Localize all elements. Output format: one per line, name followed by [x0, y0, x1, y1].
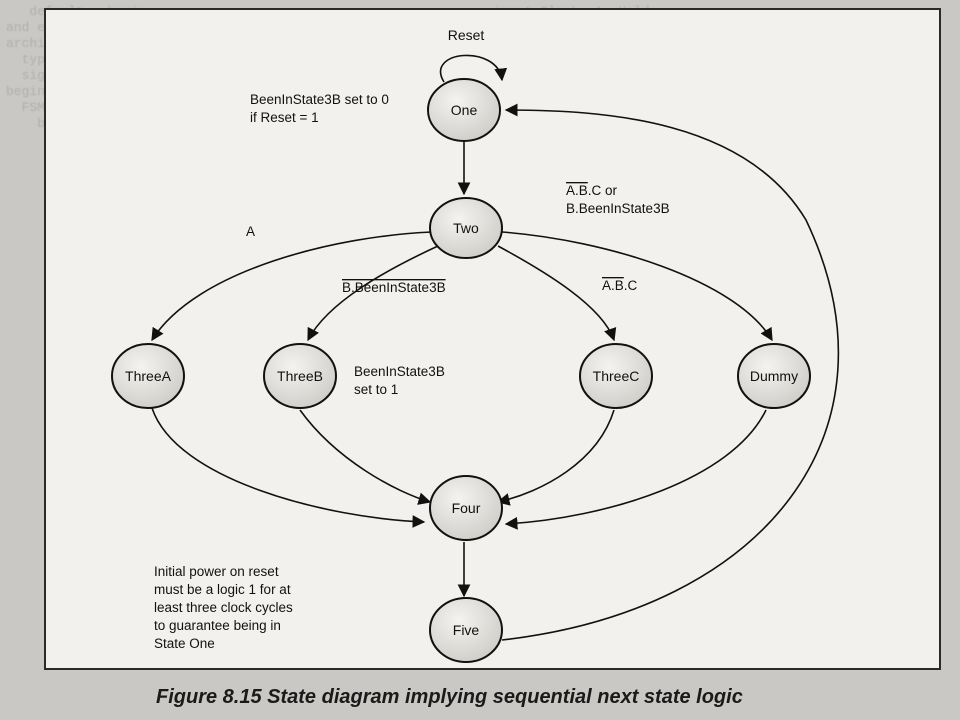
- cond-b-been-label: B.BeenInState3B: [566, 201, 670, 216]
- background-code-line: begin: [6, 84, 46, 99]
- transition-dummy-to-four: [504, 409, 767, 530]
- cond-b-been-bar-label: B.BeenInState3B: [342, 280, 446, 295]
- been-reset-note-line2: if Reset = 1: [250, 110, 319, 125]
- transition-two-to-threeC: [497, 245, 617, 342]
- state-threeA-label: ThreeA: [125, 368, 172, 384]
- cond-abc2-label: A.B.C: [602, 278, 638, 293]
- power-on-note-line1: Initial power on reset: [154, 564, 279, 579]
- power-on-note-line5: State One: [154, 636, 215, 651]
- cond-abc2-bar-part: A.B: [602, 278, 624, 293]
- state-one-label: One: [451, 102, 478, 118]
- transition-threeA-to-four: [151, 407, 426, 528]
- transition-five-to-one: [501, 103, 840, 641]
- state-dummy: Dummy: [737, 343, 811, 409]
- figure-caption: Figure 8.15 State diagram implying seque…: [156, 686, 743, 708]
- state-four-label: Four: [452, 500, 481, 516]
- power-on-note-line3: least three clock cycles: [154, 600, 293, 615]
- state-diagram: One Two ThreeA ThreeB ThreeC Dummy Four: [111, 27, 840, 663]
- state-two: Two: [429, 197, 503, 259]
- state-threeC: ThreeC: [579, 343, 653, 409]
- state-five: Five: [429, 597, 503, 663]
- cond-abc2-suffix-part: .C: [624, 278, 638, 293]
- transition-two-to-dummy: [501, 231, 773, 342]
- state-four: Four: [429, 475, 503, 541]
- cond-a-label: A: [246, 224, 255, 239]
- state-threeB: ThreeB: [263, 343, 337, 409]
- been-set-note-line2: set to 1: [354, 382, 398, 397]
- state-threeB-label: ThreeB: [277, 368, 323, 384]
- transition-threeC-to-four: [496, 409, 615, 506]
- cond-abc-bar-part: A.B: [566, 183, 588, 198]
- transition-threeB-to-four: [299, 409, 432, 505]
- cond-abc-or-part: .C or: [588, 183, 618, 198]
- state-dummy-label: Dummy: [750, 368, 798, 384]
- power-on-note-line2: must be a logic 1 for at: [154, 582, 291, 597]
- transition-two-to-threeB: [307, 245, 439, 342]
- been-reset-note-line1: BeenInState3B set to 0: [250, 92, 389, 107]
- transition-two-to-threeA: [151, 231, 433, 342]
- transition-reset-self-loop: [440, 54, 508, 83]
- cond-abc-or-label: A.B.C or: [566, 183, 618, 198]
- been-set-note-line1: BeenInState3B: [354, 364, 445, 379]
- state-one: One: [427, 78, 501, 142]
- state-threeC-label: ThreeC: [593, 368, 640, 384]
- power-on-note-line4: to guarantee being in: [154, 618, 281, 633]
- state-threeA: ThreeA: [111, 343, 185, 409]
- state-diagram-panel: One Two ThreeA ThreeB ThreeC Dummy Four: [44, 8, 941, 670]
- state-two-label: Two: [453, 220, 479, 236]
- reset-label: Reset: [448, 27, 485, 43]
- state-five-label: Five: [453, 622, 480, 638]
